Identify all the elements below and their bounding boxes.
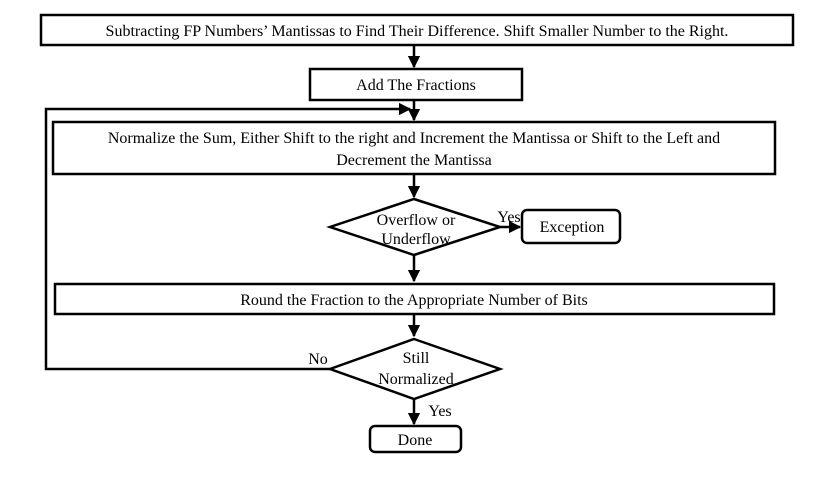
decision-overflow-yes-label: Yes: [497, 209, 520, 226]
decision-normalized-label-line2: Normalized: [378, 371, 454, 388]
decision-normalized-yes-label: Yes: [428, 403, 451, 420]
done-box: [368, 424, 463, 454]
step-normalize-label-line1: Normalize the Sum, Either Shift to the r…: [108, 130, 720, 147]
step-normalize-label-line2: Decrement the Mantissa: [336, 152, 492, 169]
decision-overflow-label-line1: Overflow or: [377, 212, 456, 229]
step-add-fractions-box: [308, 67, 524, 102]
step-subtract-mantissas-label: Subtracting FP Numbers’ Mantissas to Fin…: [106, 23, 729, 40]
step-normalize-box: [51, 120, 777, 176]
step-add-fractions-label: Add The Fractions: [356, 77, 476, 94]
decision-normalized-no-label: No: [308, 351, 328, 368]
exception-label: Exception: [540, 219, 605, 236]
decision-normalized-diamond: [326, 337, 504, 401]
done-label: Done: [398, 432, 433, 449]
loop-back-arrow: [44, 102, 412, 371]
exception-box: [520, 208, 622, 245]
decision-normalized-label-line1: Still: [403, 350, 430, 367]
step-subtract-mantissas-box: [39, 13, 795, 47]
decision-overflow-label-line2: Underflow: [381, 231, 451, 248]
step-round-label: Round the Fraction to the Appropriate Nu…: [240, 292, 588, 309]
step-round-box: [53, 282, 776, 316]
